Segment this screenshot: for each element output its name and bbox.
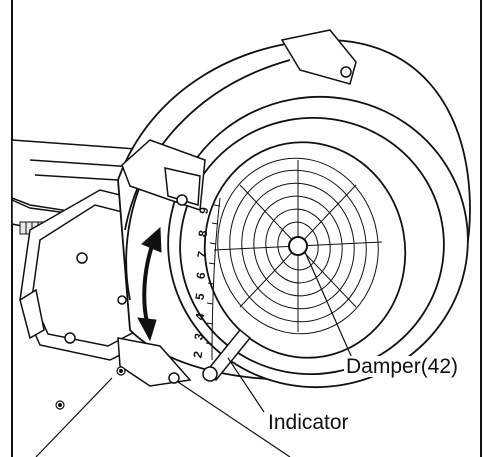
top-clamp	[280, 29, 357, 85]
scale-number: 6	[193, 271, 208, 280]
resistance-scale	[205, 197, 221, 361]
damper-lever	[202, 328, 252, 382]
damper-label: Damper(42)	[344, 355, 461, 378]
double-headed-curved-arrow-icon	[137, 226, 162, 342]
scale-number: 8	[195, 229, 210, 238]
fan-hub	[288, 236, 308, 256]
indicator-leader	[227, 357, 265, 413]
scale-number: 4	[192, 312, 207, 321]
leader-lines	[35, 251, 353, 457]
indicator-label: Indicator	[266, 411, 351, 434]
scan-border	[11, 0, 482, 457]
scale-number: 2	[190, 350, 205, 359]
scale-number: 7	[194, 250, 209, 259]
lower-right-leader	[177, 381, 291, 457]
scale-number: 3	[191, 332, 206, 341]
screws	[55, 366, 126, 410]
scale-numbers: 9 8 7 6 5 4 3 2	[190, 206, 211, 359]
mounting-bracket	[19, 189, 151, 361]
lower-left-leader	[35, 377, 113, 457]
scale-number: 9	[196, 206, 211, 215]
damper-leader	[304, 251, 353, 359]
bottom-clamp	[117, 337, 192, 387]
scale-number: 5	[192, 292, 207, 301]
side-clamp	[121, 139, 206, 212]
